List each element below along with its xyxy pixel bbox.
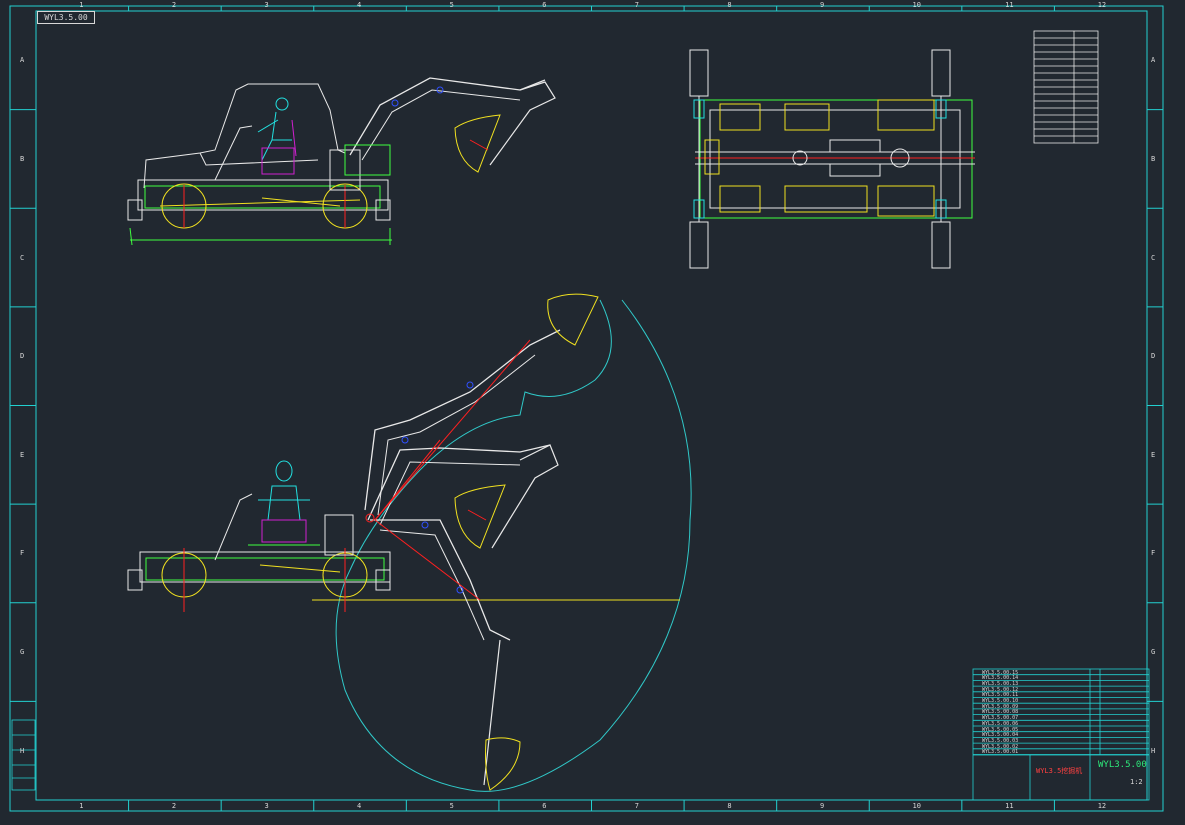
row-ticks bbox=[10, 109, 1163, 702]
part-code: WYL3.5.00.05 bbox=[982, 726, 1019, 733]
side-view-top bbox=[127, 77, 556, 246]
part-code: WYL3.5.00.08 bbox=[982, 709, 1019, 716]
drawing-code-stamp: WYL3.5.00 bbox=[37, 11, 95, 24]
plan-view bbox=[689, 49, 975, 269]
part-code: WYL3.5.00.03 bbox=[982, 737, 1019, 744]
part-code: WYL3.5.00.01 bbox=[982, 749, 1019, 756]
part-code: WYL3.5.00.14 bbox=[982, 675, 1019, 682]
part-code: WYL3.5.00.10 bbox=[982, 698, 1019, 704]
title-block-name: WYL3.5挖掘机 bbox=[1036, 767, 1083, 775]
part-code: WYL3.5.00.13 bbox=[982, 680, 1019, 687]
part-code: WYL3.5.00.09 bbox=[982, 703, 1019, 710]
column-ticks bbox=[128, 6, 1055, 811]
part-code: WYL3.5.00.04 bbox=[982, 732, 1019, 739]
title-block-code: WYL3.5.00 bbox=[1098, 760, 1147, 770]
part-code: WYL3.5.00.15 bbox=[982, 669, 1019, 676]
revision-block bbox=[11, 719, 36, 791]
side-view-working bbox=[127, 293, 692, 792]
part-code: WYL3.5.00.11 bbox=[982, 692, 1019, 699]
part-code: WYL3.5.00.07 bbox=[982, 715, 1019, 722]
title-block-scale: 1:2 bbox=[1130, 778, 1143, 786]
part-code: WYL3.5.00.02 bbox=[982, 743, 1019, 750]
spec-table bbox=[1033, 30, 1099, 144]
part-code: WYL3.5.00.06 bbox=[982, 720, 1019, 727]
title-block bbox=[972, 668, 1150, 801]
part-code: WYL3.5.00.12 bbox=[982, 686, 1019, 693]
